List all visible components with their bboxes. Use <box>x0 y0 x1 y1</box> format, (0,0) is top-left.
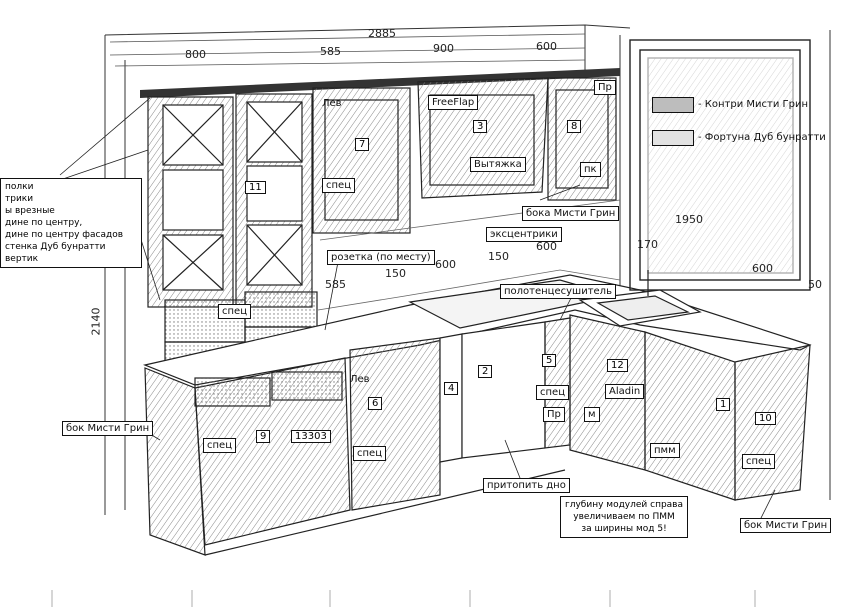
module-number-12: 12 <box>607 359 628 372</box>
label-aladin: Aladin <box>605 384 645 399</box>
module-number-4: 4 <box>444 382 459 395</box>
label-rozetka: розетка (по месту) <box>327 250 435 265</box>
label-lev-top: Лев <box>322 98 342 109</box>
label-bok-misti-right: бок Мисти Грин <box>740 518 832 533</box>
base-cabinets <box>144 314 811 556</box>
legend-item-2: - Фортуна Дуб бунратти <box>698 132 826 143</box>
dim-800: 800 <box>185 48 206 61</box>
legend-item-1: - Контри Мисти Грин <box>698 99 809 110</box>
left-note-line: дине по центру фасадов <box>5 230 124 240</box>
module-number-13303: 13303 <box>291 430 331 443</box>
module-number-8: 8 <box>567 120 582 133</box>
label-pr-top: Пр <box>594 80 616 95</box>
label-spec-11: спец <box>218 304 251 319</box>
module-number-5: 5 <box>542 354 557 367</box>
left-note-line: стенка Дуб бунратти вертик <box>5 242 106 264</box>
dim-wall-600a: 600 <box>435 258 456 271</box>
top-dimension-lines <box>109 33 586 67</box>
module-number-9: 9 <box>256 430 271 443</box>
label-pritopit: притопить дно <box>483 478 570 493</box>
module-number-11: 11 <box>245 181 266 194</box>
left-note-line: ы врезные <box>5 206 55 216</box>
dim-wall-150a: 150 <box>385 267 406 280</box>
module-number-6: 6 <box>368 397 383 410</box>
left-note-line: дине по центру, <box>5 218 83 228</box>
label-pr-5: Пр <box>543 407 565 422</box>
sink <box>578 270 702 327</box>
dim-600: 600 <box>536 40 557 53</box>
label-polotence: полотенцесушитель <box>500 284 616 299</box>
dim-2140: 2140 <box>89 307 103 336</box>
dim-wall-600b: 600 <box>536 240 557 253</box>
label-pmm: пмм <box>650 443 680 458</box>
module-number-3: 3 <box>473 120 488 133</box>
dim-585: 585 <box>320 45 341 58</box>
depth-note-line: увеличиваем по ПММ <box>573 512 675 522</box>
legend-swatch-1 <box>652 97 694 113</box>
legend-swatch-2 <box>652 130 694 146</box>
dim-wall-585: 585 <box>325 278 346 291</box>
dim-window-170: 170 <box>637 238 658 251</box>
label-spec-7: спец <box>322 178 355 193</box>
label-lev-bottom: Лев <box>350 374 370 385</box>
label-spec-10: спец <box>742 454 775 469</box>
label-m-12: м <box>584 407 600 422</box>
left-note-line: трики <box>5 194 34 204</box>
label-ekscentriki: эксцентрики <box>486 227 562 242</box>
crown-molding <box>140 68 620 98</box>
left-note-line: полки <box>5 182 34 192</box>
dim-900: 900 <box>433 42 454 55</box>
dim-wall-150b: 150 <box>488 250 509 263</box>
module-number-10: 10 <box>755 412 776 425</box>
module-number-2: 2 <box>478 365 493 378</box>
dim-top-total: 2885 <box>368 27 396 40</box>
label-freeflap: FreeFlap <box>428 95 479 110</box>
label-vytyazhka: Вытяжка <box>470 157 526 172</box>
module-number-1: 1 <box>716 398 731 411</box>
module-number-7: 7 <box>355 138 370 151</box>
label-bok-misti-left: бок Мисти Грин <box>62 421 154 436</box>
walls <box>104 24 831 515</box>
label-spec-9: спец <box>203 438 236 453</box>
page-bottom-lines <box>51 590 756 607</box>
depth-note: глубину модулей справа увеличиваем по ПМ… <box>560 496 689 538</box>
left-note: полки трики ы врезные дине по центру, ди… <box>0 178 142 268</box>
label-boka-misti-top: бока Мисти Грин <box>522 206 620 221</box>
window <box>629 39 811 291</box>
label-pk: пк <box>580 162 601 177</box>
dim-window-600: 600 <box>752 262 773 275</box>
dim-window-1950: 1950 <box>675 213 703 226</box>
depth-note-line: за ширины мод 5! <box>581 524 667 534</box>
dim-window-50: 50 <box>808 278 822 291</box>
label-spec-5: спец <box>536 385 569 400</box>
depth-note-line: глубину модулей справа <box>565 500 684 510</box>
label-spec-6: спец <box>353 446 386 461</box>
glass-cabinets <box>147 93 313 308</box>
